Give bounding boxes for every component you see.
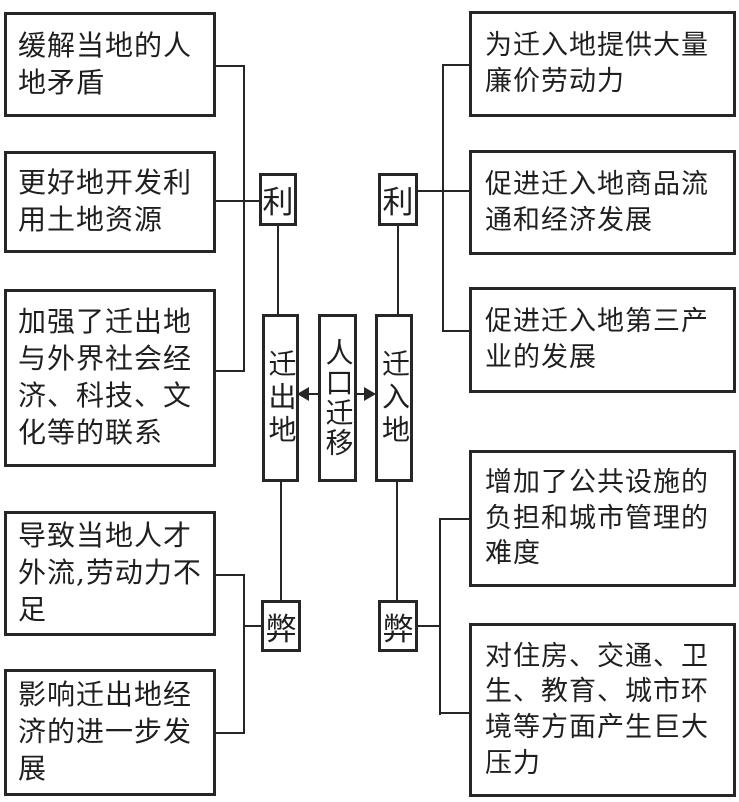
connector-line bbox=[444, 330, 469, 332]
box-outflow-con-2: 影响迁出地经济的进一步发展 bbox=[4, 669, 216, 796]
box-outflow-pro-1: 缓解当地的人地矛盾 bbox=[4, 12, 216, 117]
connector-line bbox=[418, 625, 440, 627]
box-inflow-pro-1: 为迁入地提供大量廉价劳动力 bbox=[469, 11, 736, 117]
box-inflow-pro-3-text: 促进迁入地第三产业的发展 bbox=[485, 306, 709, 373]
box-outflow-con-1: 导致当地人才外流,劳动力不足 bbox=[4, 511, 216, 636]
node-inflow-place: 迁入地 bbox=[375, 314, 413, 482]
box-outflow-pro-1-text: 缓解当地的人地矛盾 bbox=[18, 28, 193, 99]
box-inflow-con-2-text: 对住房、交通、卫生、教育、城市环境等方面产生巨大压力 bbox=[485, 640, 709, 779]
box-inflow-con-1: 增加了公共设施的负担和城市管理的难度 bbox=[469, 450, 736, 587]
node-population-migration: 人口迁移 bbox=[318, 314, 357, 482]
connector-line bbox=[243, 574, 245, 734]
label-inflow-pros: 利 bbox=[378, 173, 418, 226]
label-inflow-cons: 弊 bbox=[378, 600, 418, 652]
connector-line bbox=[216, 574, 245, 576]
arrow-to-inflow-shaft bbox=[357, 393, 368, 395]
box-outflow-pro-3: 加强了迁出地与外界社会经济、科技、文化等的联系 bbox=[4, 289, 216, 467]
connector-line bbox=[418, 190, 444, 192]
arrow-to-outflow-shaft bbox=[306, 393, 318, 395]
connector-line bbox=[444, 64, 469, 66]
box-inflow-con-2: 对住房、交通、卫生、教育、城市环境等方面产生巨大压力 bbox=[469, 623, 736, 797]
arrow-right-icon bbox=[364, 387, 376, 401]
connector-line bbox=[396, 482, 398, 600]
connector-line bbox=[216, 732, 245, 734]
connector-line bbox=[216, 200, 259, 202]
box-inflow-pro-1-text: 为迁入地提供大量廉价劳动力 bbox=[485, 30, 709, 97]
connector-line bbox=[441, 518, 469, 520]
connector-line bbox=[439, 518, 441, 715]
node-outflow-place: 迁出地 bbox=[262, 314, 299, 482]
box-inflow-pro-2-text: 促进迁入地商品流通和经济发展 bbox=[485, 168, 709, 236]
connector-line bbox=[216, 370, 245, 372]
label-outflow-pros: 利 bbox=[259, 173, 297, 226]
connector-line bbox=[216, 65, 245, 67]
box-outflow-pro-3-text: 加强了迁出地与外界社会经济、科技、文化等的联系 bbox=[18, 305, 193, 449]
box-outflow-pro-2: 更好地开发利用土地资源 bbox=[4, 151, 216, 253]
box-outflow-pro-2-text: 更好地开发利用土地资源 bbox=[18, 166, 193, 236]
connector-line bbox=[444, 190, 469, 192]
connector-line bbox=[243, 625, 261, 627]
connector-line bbox=[277, 226, 279, 314]
connector-line bbox=[441, 712, 469, 714]
box-inflow-con-1-text: 增加了公共设施的负担和城市管理的难度 bbox=[485, 467, 709, 570]
connector-line bbox=[442, 64, 444, 332]
box-inflow-pro-2: 促进迁入地商品流通和经济发展 bbox=[469, 150, 736, 255]
box-outflow-con-1-text: 导致当地人才外流,劳动力不足 bbox=[18, 519, 202, 626]
box-inflow-pro-3: 促进迁入地第三产业的发展 bbox=[469, 287, 736, 393]
arrow-left-icon bbox=[297, 387, 309, 401]
label-outflow-cons: 弊 bbox=[261, 600, 301, 652]
box-outflow-con-2-text: 影响迁出地经济的进一步发展 bbox=[18, 678, 193, 785]
connector-line bbox=[243, 65, 245, 372]
connector-line bbox=[397, 226, 399, 314]
connector-line bbox=[280, 482, 282, 600]
